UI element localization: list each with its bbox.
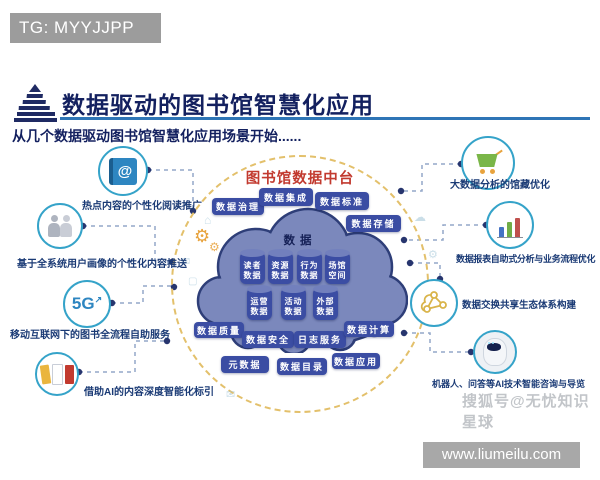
- scenario-circle-data-exchange: [410, 279, 458, 327]
- scenario-label: 数据交换共享生态体系构建: [462, 300, 577, 311]
- scenario-label: 机器人、问答等AI技术智能咨询与导览: [432, 379, 586, 389]
- pyramid-logo: [14, 84, 57, 122]
- hub-box-data-standard: 数据标准: [315, 192, 369, 210]
- bar-chart-icon: [497, 213, 523, 238]
- scenario-label: 数据报表自助式分析与业务流程优化: [456, 254, 596, 264]
- book-binder-icon: [64, 364, 74, 384]
- hub-box-data-security: 数据安全: [242, 331, 294, 348]
- hub-box-log-service: 日志服务: [294, 331, 346, 348]
- scenario-circle-mobile-self-service: 5G↗: [63, 280, 111, 328]
- house-icon: ⌂: [204, 213, 212, 227]
- box-icon: ▢: [188, 276, 198, 287]
- scenario-circle-robot-guide: [473, 330, 517, 374]
- cylinder-reader-data: 读者数据: [240, 249, 265, 284]
- mail-icon: ✉: [181, 256, 191, 268]
- scenario-circle-user-profile-push: [37, 203, 83, 249]
- top-watermark-banner: TG: MYYJJPP: [10, 13, 161, 43]
- hub-box-data-quality: 数据质量: [194, 322, 244, 338]
- scenario-circle-collection-optimization: [461, 136, 515, 190]
- hub-box-data-integration: 数据集成: [259, 188, 313, 206]
- scenario-label: 基于全系统用户画像的个性化内容推送: [17, 259, 187, 270]
- scenario-label: 大数据分析的馆藏优化: [450, 180, 550, 191]
- cylinder-venue-space: 场馆空间: [325, 249, 350, 284]
- user-profiles-icon: [60, 215, 72, 237]
- cylinder-resource-data: 资源数据: [268, 249, 293, 284]
- cloud-icon: ☁: [414, 210, 426, 224]
- scenario-circle-reading-promotion: @: [98, 146, 148, 196]
- address-book-at-icon: @: [109, 157, 137, 185]
- scenario-label: 借助AI的内容深度智能化标引: [84, 387, 214, 398]
- gear-icon: ⚙: [209, 240, 220, 254]
- page-subtitle: 从几个数据驱动图书馆智慧化应用场景开始......: [12, 128, 302, 144]
- website-watermark-banner: www.liumeilu.com: [423, 442, 580, 468]
- hub-box-data-application: 数据应用: [332, 353, 380, 369]
- title-underline: [60, 117, 590, 120]
- book-binder-icon: [51, 363, 63, 385]
- scenario-label: 热点内容的个性化阅读推广: [82, 201, 202, 212]
- page-title: 数据驱动的图书馆智慧化应用: [62, 92, 374, 118]
- hub-box-data-computing: 数据计算: [344, 321, 394, 337]
- mail-icon: ✉: [226, 389, 236, 401]
- gear-icon: ⚙: [428, 249, 438, 261]
- hub-box-metadata: 元数据: [221, 356, 269, 373]
- book-binder-icon: [39, 363, 51, 385]
- 5g-icon: 5G↗: [71, 294, 103, 313]
- user-profiles-icon: [48, 215, 60, 237]
- shopping-cart-icon: [473, 149, 503, 176]
- hub-box-data-governance: 数据治理: [212, 198, 264, 215]
- cloud-label: 数据: [283, 235, 317, 247]
- scenario-circle-report-analysis: [486, 201, 534, 249]
- scenario-circle-ai-indexing: [35, 352, 79, 396]
- data-platform-title: 图书馆数据中台: [245, 171, 355, 187]
- cylinder-activity-data: 活动数据: [281, 285, 306, 320]
- robot-icon: [483, 338, 507, 366]
- sohu-watermark: 搜狐号@无忧知识星球: [462, 393, 590, 431]
- hub-box-data-storage: 数据存储: [346, 215, 401, 232]
- gear-icon: ⚙: [194, 226, 211, 246]
- share-network-icon: [420, 291, 447, 313]
- cylinder-operation-data: 运营数据: [247, 285, 272, 320]
- scenario-label: 移动互联网下的图书全流程自助服务: [10, 330, 170, 341]
- hub-box-data-catalog: 数据目录: [277, 358, 327, 375]
- cylinder-external-data: 外部数据: [313, 285, 338, 320]
- cylinder-behavior-data: 行为数据: [297, 249, 322, 284]
